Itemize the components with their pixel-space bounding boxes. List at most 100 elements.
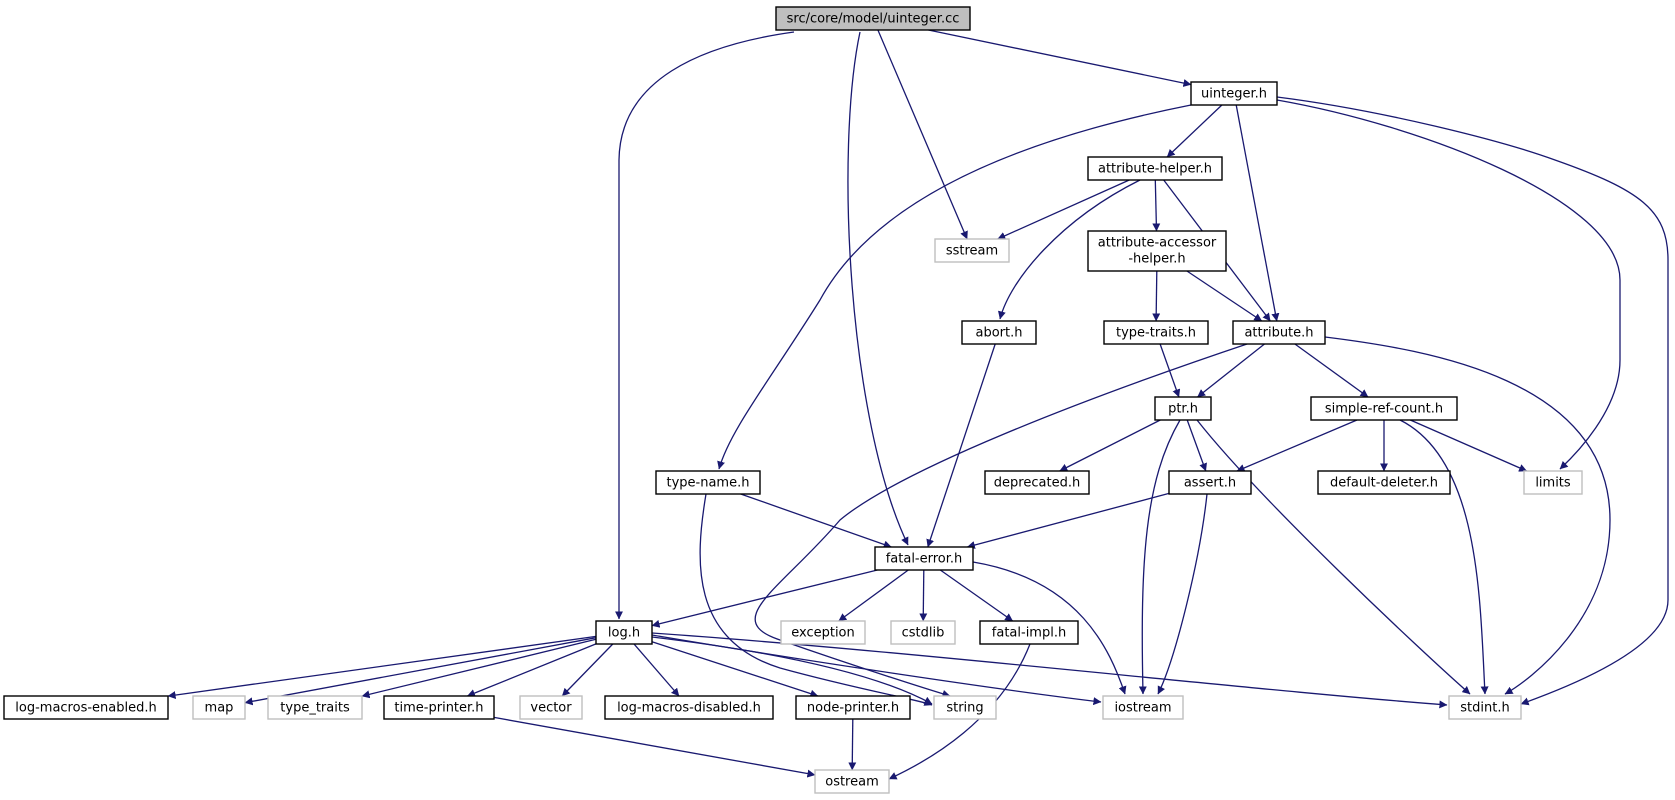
node-label: vector — [530, 701, 572, 716]
edge-attribute-accessor-helper-h-to-attribute-h — [1186, 270, 1263, 322]
node-box — [961, 320, 1037, 345]
edge-time-printer-h-to-ostream — [493, 716, 816, 778]
node-label: log-macros-enabled.h — [15, 701, 156, 716]
node-label: sstream — [946, 244, 998, 259]
node-box — [1232, 320, 1326, 345]
node-label: node-printer.h — [807, 701, 899, 716]
node-time-printer-h[interactable]: time-printer.h — [383, 695, 495, 720]
node-box — [1087, 156, 1223, 181]
edge-log-h-to-log-macros-enabled-h — [167, 635, 597, 700]
node-attribute-helper-h[interactable]: attribute-helper.h — [1087, 156, 1223, 181]
edge-log-h-to-string — [651, 636, 933, 705]
node-sstream: sstream — [934, 238, 1010, 263]
node-assert-h[interactable]: assert.h — [1168, 470, 1252, 495]
edge-attribute-helper-h-to-abort-h — [998, 179, 1141, 320]
edge-line — [1059, 419, 1161, 472]
node-simple-ref-count-h[interactable]: simple-ref-count.h — [1310, 396, 1458, 421]
edge-simple-ref-count-h-to-assert-h — [1236, 419, 1358, 472]
edge-line — [928, 29, 1192, 87]
node-box — [775, 6, 971, 31]
node-label: fatal-error.h — [886, 552, 963, 567]
node-map: map — [192, 695, 246, 720]
node-label: log-macros-disabled.h — [617, 701, 761, 716]
edge-assert-h-to-iostream — [1157, 493, 1208, 695]
node-uinteger-cc[interactable]: src/core/model/uinteger.cc — [775, 6, 971, 31]
node-attribute-accessor-helper-h[interactable]: attribute-accessor-helper.h — [1087, 230, 1227, 272]
edge-uinteger-cc-to-fatal-error-h — [847, 31, 909, 546]
edge-uinteger-h-to-attribute-helper-h — [1166, 104, 1223, 158]
node-type-traits: type_traits — [267, 695, 363, 720]
node-label: abort.h — [976, 326, 1023, 341]
node-label: fatal-impl.h — [992, 626, 1066, 641]
edge-line — [1166, 104, 1223, 158]
node-label: assert.h — [1184, 476, 1236, 491]
node-box — [1310, 396, 1458, 421]
edge-line — [1186, 270, 1263, 322]
node-label: map — [205, 701, 234, 716]
node-box — [814, 769, 890, 794]
edge-line — [966, 492, 1170, 549]
edge-line — [717, 104, 1192, 470]
node-log-macros-disabled-h[interactable]: log-macros-disabled.h — [604, 695, 774, 720]
edge-uinteger-h-to-stdint-h — [1276, 96, 1669, 706]
edge-attribute-h-to-ptr-h — [1197, 343, 1265, 398]
edge-line — [997, 179, 1130, 240]
node-box — [780, 620, 866, 645]
node-label: limits — [1535, 476, 1571, 491]
edge-line — [615, 31, 795, 620]
node-label: type-name.h — [667, 476, 750, 491]
node-box — [519, 695, 583, 720]
edge-uinteger-h-to-type-name-h — [717, 104, 1192, 470]
node-box — [1087, 230, 1227, 272]
edge-attribute-h-to-stdint-h — [1324, 336, 1611, 695]
node-box — [1190, 81, 1278, 106]
node-iostream: iostream — [1102, 695, 1184, 720]
edge-log-h-to-map — [244, 637, 597, 706]
edge-ptr-h-to-deprecated-h — [1059, 419, 1161, 472]
edge-line — [1236, 419, 1358, 472]
node-label-line2: -helper.h — [1128, 252, 1185, 267]
edge-line — [633, 643, 680, 697]
node-deprecated-h[interactable]: deprecated.h — [984, 470, 1090, 495]
node-uinteger-h[interactable]: uinteger.h — [1190, 81, 1278, 106]
node-box — [192, 695, 246, 720]
edge-line — [919, 569, 928, 622]
node-type-name-h[interactable]: type-name.h — [655, 470, 761, 495]
edge-ptr-h-to-assert-h — [1186, 419, 1207, 472]
node-ostream: ostream — [814, 769, 890, 794]
edge-log-h-to-log-macros-disabled-h — [633, 643, 680, 697]
edge-fatal-error-h-to-cstdlib — [919, 569, 928, 622]
node-abort-h[interactable]: abort.h — [961, 320, 1037, 345]
node-box — [267, 695, 363, 720]
node-log-macros-enabled-h[interactable]: log-macros-enabled.h — [3, 695, 169, 720]
edge-line — [838, 569, 909, 622]
edge-uinteger-h-to-attribute-h — [1235, 104, 1280, 322]
edge-line — [467, 643, 597, 697]
edge-simple-ref-count-h-to-stdint-h — [1399, 419, 1489, 695]
node-label: iostream — [1114, 701, 1171, 716]
node-node-printer-h[interactable]: node-printer.h — [795, 695, 911, 720]
node-fatal-impl-h[interactable]: fatal-impl.h — [979, 620, 1079, 645]
node-default-deleter-h[interactable]: default-deleter.h — [1317, 470, 1451, 495]
edge-line — [1138, 419, 1181, 695]
edge-assert-h-to-fatal-error-h — [966, 492, 1170, 549]
node-fatal-error-h[interactable]: fatal-error.h — [874, 546, 974, 571]
edge-type-name-h-to-fatal-error-h — [740, 493, 892, 549]
edge-line — [926, 343, 996, 548]
node-box — [595, 620, 653, 645]
edge-line — [651, 632, 1448, 709]
node-type-traits-h[interactable]: type-traits.h — [1103, 320, 1209, 345]
node-string: string — [933, 695, 997, 720]
node-attribute-h[interactable]: attribute.h — [1232, 320, 1326, 345]
node-box — [383, 695, 495, 720]
node-log-h[interactable]: log.h — [595, 620, 653, 645]
node-vector: vector — [519, 695, 583, 720]
node-label: default-deleter.h — [1330, 476, 1438, 491]
edge-line — [1157, 493, 1208, 695]
edge-line — [1324, 336, 1611, 695]
edge-line — [888, 643, 1031, 780]
edge-fatal-impl-h-to-ostream — [888, 643, 1031, 780]
node-ptr-h[interactable]: ptr.h — [1154, 396, 1212, 421]
node-box — [1317, 470, 1451, 495]
edge-fatal-error-h-to-exception — [838, 569, 909, 622]
